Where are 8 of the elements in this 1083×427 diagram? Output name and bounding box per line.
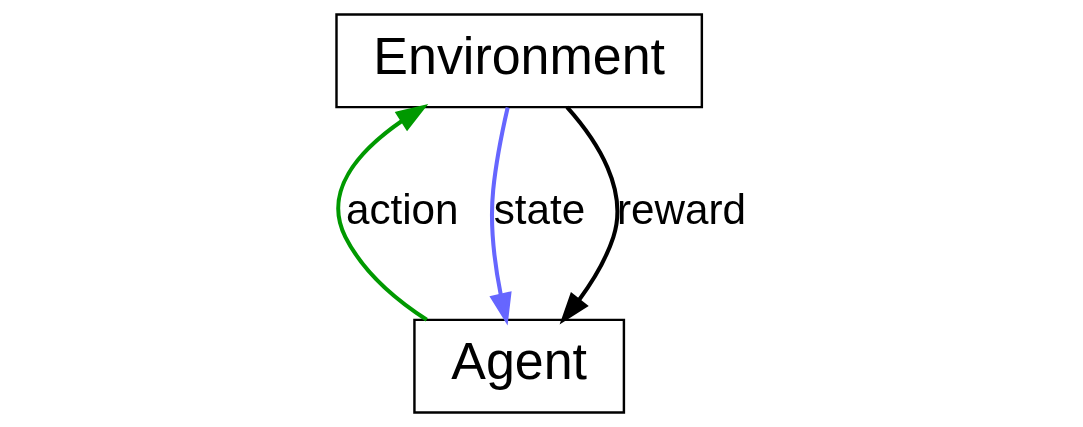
node-box: Environment: [335, 13, 704, 109]
edge-label: action: [345, 185, 459, 233]
edge-label: reward: [617, 185, 747, 233]
arrow: [489, 107, 512, 326]
arrow: [559, 105, 620, 325]
node-box: Agent: [413, 318, 626, 414]
edge-label: state: [493, 185, 586, 233]
arrow: [336, 104, 429, 322]
